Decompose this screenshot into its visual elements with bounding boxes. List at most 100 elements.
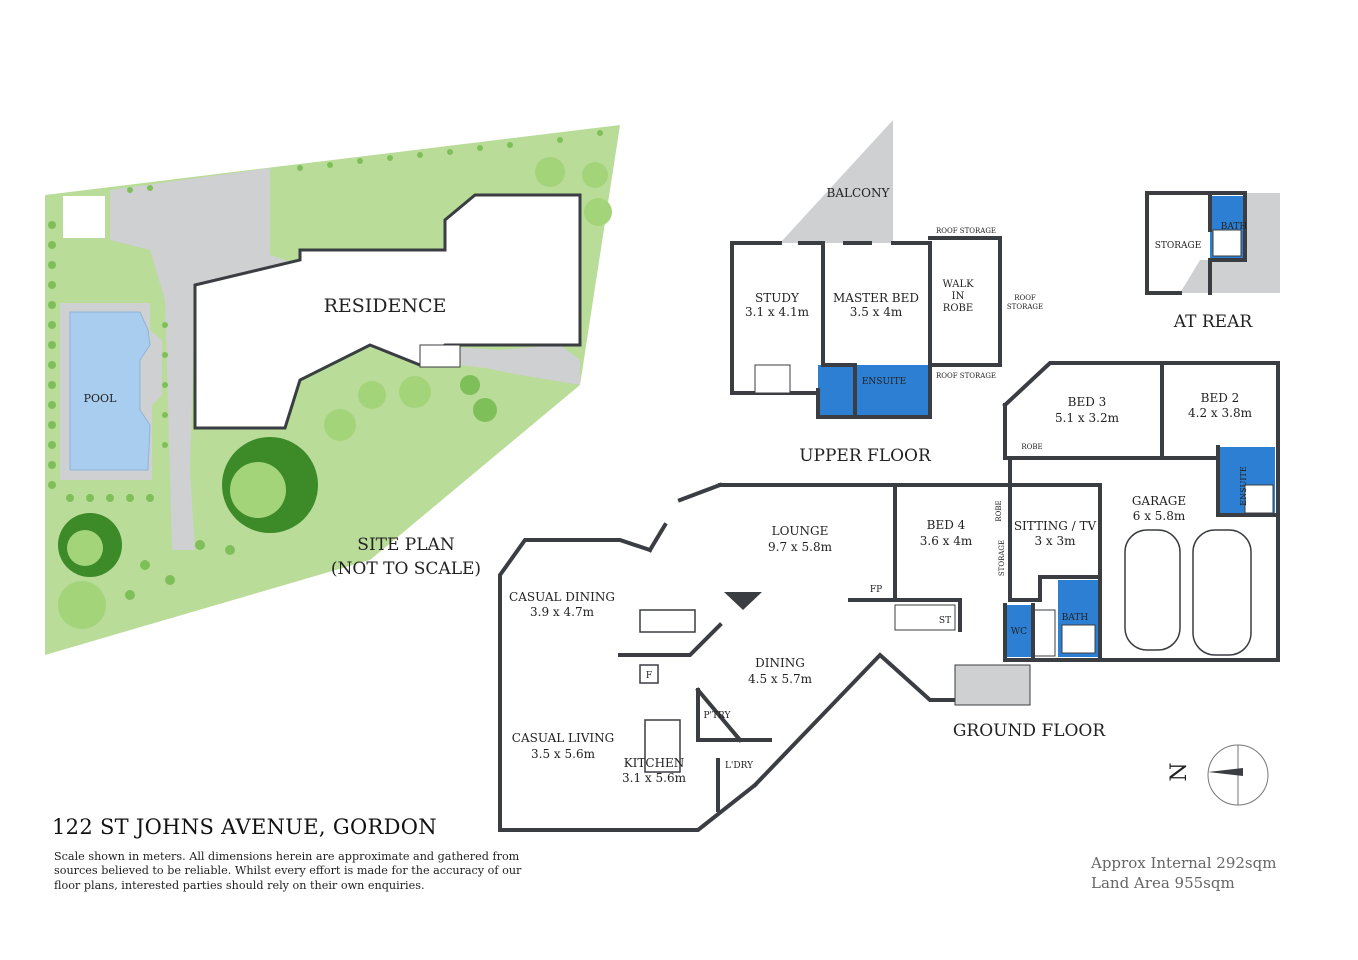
upper-floor-title: UPPER FLOOR [799, 446, 932, 466]
tree [58, 581, 106, 629]
master-bed-dims: 3.5 x 4m [850, 305, 903, 319]
fridge-label: F [646, 671, 652, 681]
lounge-dims: 9.7 x 5.8m [768, 540, 833, 554]
kitchen-island [639, 609, 696, 633]
entry-arrow-icon [724, 592, 762, 610]
storage-vertical: STORAGE [998, 540, 1006, 576]
fireplace-label: FP [870, 585, 882, 595]
garage-car-1 [1124, 529, 1181, 651]
study-name: STUDY [755, 291, 800, 305]
at-rear-plan: STORAGE BATH AT REAR [1145, 191, 1280, 332]
bed3-robe-label: ROBE [1021, 443, 1042, 451]
tree [165, 575, 175, 585]
roof-storage-bottom: ROOF STORAGE [936, 372, 996, 380]
tree [67, 530, 103, 566]
master-bed-name: MASTER BED [833, 291, 919, 305]
sitting-tv-dims: 3 x 3m [1034, 534, 1076, 548]
site-trees [58, 157, 612, 629]
ground-shower [1061, 624, 1096, 654]
site-plan-title-line2: (NOT TO SCALE) [331, 559, 481, 579]
tree [584, 198, 612, 226]
roof-storage-top: ROOF STORAGE [936, 227, 996, 235]
ground-floor-title: GROUND FLOOR [953, 721, 1107, 741]
casual-dining-dims: 3.9 x 4.7m [530, 605, 595, 619]
shed [63, 196, 105, 238]
disclaimer-text: Scale shown in meters. All dimensions he… [54, 850, 522, 892]
dining-name: DINING [755, 656, 805, 670]
at-rear-title: AT REAR [1173, 312, 1254, 332]
upper-ensuite-label: ENSUITE [862, 377, 906, 387]
hedge-dots [48, 130, 603, 502]
lounge-name: LOUNGE [772, 524, 829, 538]
casual-living-name: CASUAL LIVING [512, 731, 614, 745]
upper-ensuite-area [818, 365, 930, 417]
rear-paving [1180, 193, 1280, 293]
balcony-area [780, 120, 893, 243]
ground-ensuite-shower [1244, 484, 1274, 514]
compass: N [1167, 744, 1269, 806]
ground-stair-upper [894, 604, 956, 631]
pantry-label: P'TRY [704, 711, 732, 721]
tree [140, 560, 150, 570]
walk-in-robe-line2: IN [952, 291, 965, 302]
bed3-name: BED 3 [1068, 395, 1107, 409]
kitchen-name: KITCHEN [624, 756, 685, 770]
walk-in-robe-line1: WALK [942, 279, 974, 290]
casual-dining-name: CASUAL DINING [509, 590, 615, 604]
area-summary: Approx Internal 292sqm Land Area 955sqm [1091, 853, 1276, 893]
stair-label: ST [939, 616, 951, 626]
garage-dims: 6 x 5.8m [1133, 509, 1186, 523]
driveway [110, 168, 300, 550]
tree [582, 162, 608, 188]
property-address: 122 ST JOHNS AVENUE, GORDON [52, 815, 437, 839]
garage-car-2 [1192, 529, 1252, 656]
tree [195, 540, 205, 550]
pool-label: POOL [84, 392, 117, 405]
tree [324, 409, 356, 441]
tree [230, 462, 286, 518]
tree [125, 590, 135, 600]
bed2-name: BED 2 [1201, 391, 1240, 405]
balcony-label: BALCONY [827, 186, 891, 200]
tree [473, 398, 497, 422]
residence-stair [419, 344, 461, 368]
residence-label: RESIDENCE [324, 295, 447, 317]
tree [399, 376, 431, 408]
ground-stair-lower [954, 664, 1031, 706]
bed2-dims: 4.2 x 3.8m [1188, 406, 1253, 420]
kitchen-dims: 3.1 x 5.6m [622, 771, 687, 785]
upper-floor-plan: BALCONY STUDY 3.1 x 4.1m MASTER BED 3.5 … [730, 120, 1043, 466]
study-dims: 3.1 x 4.1m [745, 305, 810, 319]
bed4-dims: 3.6 x 4m [920, 534, 973, 548]
ground-bath-label: BATH [1062, 613, 1089, 623]
fridge-space [639, 664, 659, 684]
robe-vertical: ROBE [995, 500, 1003, 521]
tree [460, 375, 480, 395]
compass-needle-icon [1208, 768, 1243, 776]
laundry-label: L'DRY [725, 761, 754, 771]
rear-bath-label: BATH [1221, 222, 1248, 232]
site-plan: POOL RESIDENCE [45, 125, 620, 655]
residence-footprint [193, 193, 582, 430]
land-area: Land Area 955sqm [1091, 874, 1235, 892]
garage-name: GARAGE [1132, 494, 1186, 508]
ensuite-vertical: ENSUITE [1239, 466, 1248, 506]
kitchen-island-2 [644, 719, 681, 773]
upper-stair [754, 364, 791, 394]
dining-dims: 4.5 x 5.7m [748, 672, 813, 686]
bed3-dims: 5.1 x 3.2m [1055, 411, 1120, 425]
tree [358, 381, 386, 409]
ground-bath-tub [1032, 609, 1056, 657]
bed4-name: BED 4 [927, 518, 966, 532]
sitting-tv-name: SITTING / TV [1014, 519, 1097, 533]
rear-storage-label: STORAGE [1155, 241, 1202, 251]
roof-storage-side-line1: ROOF [1014, 294, 1036, 302]
compass-north-letter: N [1167, 762, 1192, 781]
wc-area [1005, 605, 1033, 657]
internal-area: Approx Internal 292sqm [1091, 854, 1277, 872]
pool-water [69, 311, 151, 471]
ground-floor-plan: LOUNGE 9.7 x 5.8m CASUAL DINING 3.9 x 4.… [498, 361, 1280, 832]
roof-storage-side-line2: STORAGE [1007, 303, 1043, 311]
tree [535, 157, 565, 187]
